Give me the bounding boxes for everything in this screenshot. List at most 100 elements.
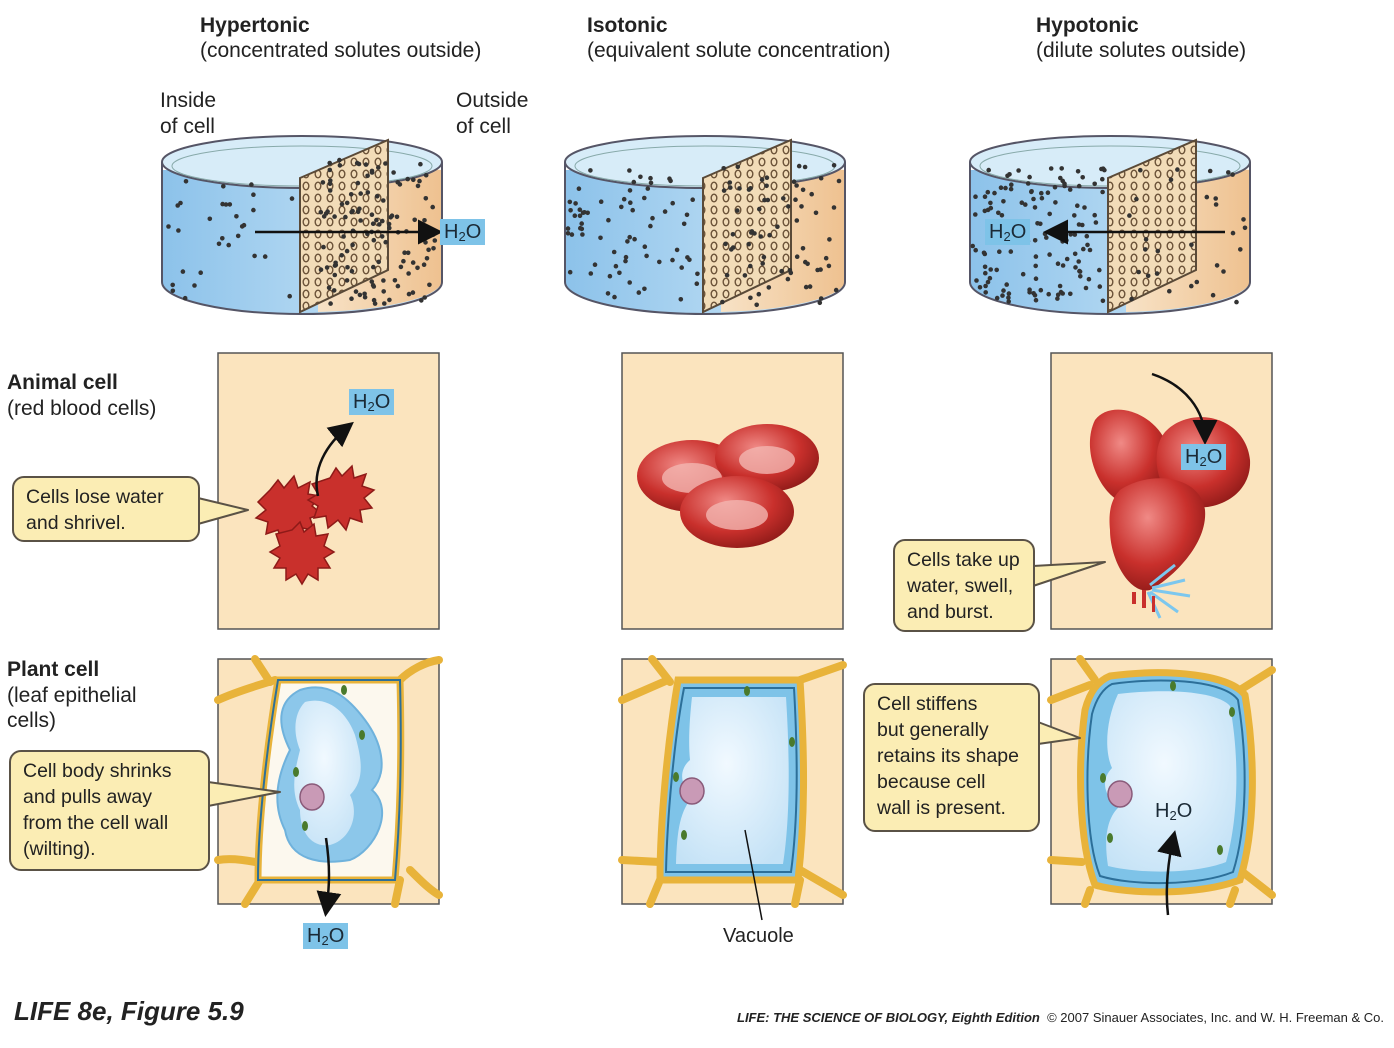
solute-dot <box>580 232 585 237</box>
plant-hyper-panel <box>214 655 443 917</box>
solute-dot <box>1143 237 1149 242</box>
hypertonic-title: Hypertonic <box>200 14 310 37</box>
animal-cell-subtitle: (red blood cells) <box>7 397 157 420</box>
solute-dot <box>355 180 361 186</box>
solute-dot <box>1134 196 1139 202</box>
hypotonic-subtitle: (dilute solutes outside) <box>1036 39 1247 62</box>
solute-dot <box>392 278 398 283</box>
solute-dot <box>198 270 203 276</box>
solute-dot <box>802 164 808 170</box>
solute-dot <box>227 202 233 207</box>
solute-dot <box>576 186 582 191</box>
solute-dot <box>249 182 254 187</box>
solute-dot <box>817 300 823 306</box>
solute-dot <box>1027 174 1032 180</box>
solute-dot <box>1087 247 1093 253</box>
solute-dot <box>1241 217 1246 222</box>
hypertonic-subtitle: (concentrated solutes outside) <box>200 39 482 62</box>
solute-dot <box>1072 232 1078 237</box>
solute-dot <box>1084 233 1090 239</box>
solute-dot <box>642 244 648 249</box>
solute-dot <box>381 198 386 203</box>
solute-dot <box>344 248 350 254</box>
solute-dot <box>987 275 993 281</box>
solute-dot <box>657 259 662 265</box>
solute-dot <box>339 253 345 258</box>
solute-dot <box>970 243 975 249</box>
solute-dot <box>1067 187 1073 192</box>
solute-dot <box>365 173 370 179</box>
solute-dot <box>289 196 295 201</box>
normal-red-blood-cells <box>637 424 819 548</box>
solute-dot <box>182 295 188 301</box>
solute-dot <box>803 284 809 290</box>
solute-dot <box>787 268 793 273</box>
solute-dot <box>362 291 367 297</box>
solute-dot <box>318 209 324 215</box>
solute-dot <box>234 214 239 219</box>
solute-dot <box>353 289 359 294</box>
solute-dot <box>430 204 436 210</box>
solute-dot <box>192 283 197 288</box>
solute-dot <box>1046 291 1051 297</box>
solute-dot <box>1078 274 1083 279</box>
solute-dot <box>180 269 186 274</box>
solute-dot <box>644 253 649 259</box>
solute-dot <box>1003 185 1008 191</box>
solute-dot <box>735 164 741 170</box>
solute-dot <box>1032 205 1038 210</box>
solute-dot <box>1100 176 1105 182</box>
solute-dot <box>421 262 427 268</box>
h2o-tag-plant-hypotonic: H2O <box>1155 800 1193 823</box>
solute-dot <box>1006 291 1012 296</box>
solute-dot <box>424 255 430 261</box>
solute-dot <box>786 204 791 209</box>
solute-dot <box>621 196 627 202</box>
solute-dot <box>432 238 438 243</box>
solute-dot <box>1102 167 1107 173</box>
solute-dot <box>1039 195 1045 201</box>
solute-dot <box>670 200 675 206</box>
solute-dot <box>287 293 293 299</box>
solute-dot <box>994 295 1000 301</box>
solute-dot <box>423 172 429 178</box>
solute-dot <box>328 301 333 306</box>
solute-dot <box>748 186 753 191</box>
footer-credit: LIFE: THE SCIENCE OF BIOLOGY, Eighth Edi… <box>737 1010 1385 1025</box>
solute-dot <box>1035 221 1040 226</box>
solute-dot <box>1081 246 1086 252</box>
solute-dot <box>170 288 176 294</box>
solute-dot <box>767 232 772 238</box>
hypotonic-dish <box>969 135 1251 315</box>
solute-dot <box>994 267 999 273</box>
solute-dot <box>631 179 637 185</box>
hypotonic-title: Hypotonic <box>1036 14 1139 37</box>
solute-dot <box>1075 169 1081 174</box>
solute-dot <box>779 268 784 274</box>
solute-dot <box>642 286 647 292</box>
plant-cell-subtitle-line2: cells) <box>7 709 57 732</box>
solute-dot <box>1047 252 1052 257</box>
solute-dot <box>760 261 765 266</box>
solute-dot <box>1007 172 1012 177</box>
solute-dot <box>183 179 189 184</box>
solute-dot <box>982 194 988 199</box>
solute-dot <box>986 167 991 173</box>
solute-dot <box>349 296 354 302</box>
solute-dot <box>331 288 337 293</box>
solute-dot <box>1001 199 1006 204</box>
solute-dot <box>417 178 422 184</box>
solute-dot <box>344 200 350 206</box>
solute-dot <box>800 246 806 251</box>
solute-dot <box>690 197 695 202</box>
solute-dot <box>973 194 978 199</box>
solute-dot <box>721 188 727 193</box>
solute-dot <box>252 253 257 259</box>
solute-dot <box>405 176 411 182</box>
solute-dot <box>1097 284 1103 289</box>
solute-dot <box>775 224 780 229</box>
solute-dot <box>749 230 754 235</box>
solute-dot <box>262 254 268 259</box>
solute-dot <box>1031 196 1036 202</box>
solute-dot <box>166 224 171 229</box>
